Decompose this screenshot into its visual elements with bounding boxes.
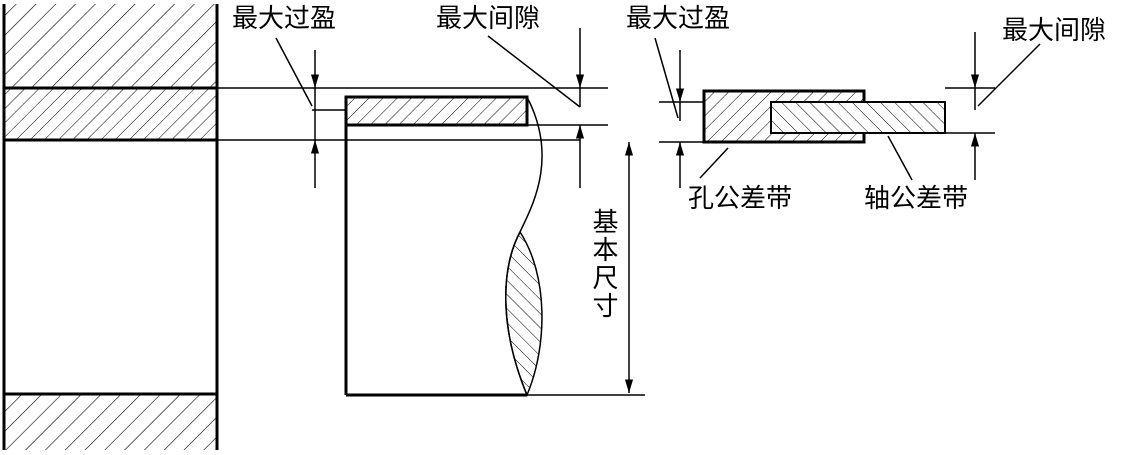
- max-interference-dimension-left: [275, 37, 320, 188]
- housing-top-hatch: [4, 4, 217, 88]
- max-clearance-label-left: 最大间隙: [436, 4, 541, 34]
- max-clearance-dimension-left: [487, 28, 585, 188]
- hole-tolerance-band-left: [2, 86, 219, 142]
- basic-size-label: 基本尺寸: [588, 208, 618, 320]
- max-interference-dimension-right: [654, 37, 685, 188]
- hole-housing: [2, 4, 219, 450]
- shaft-tolerance-band-left: [344, 95, 529, 127]
- hole-tolerance-zone-label: 孔公差带: [688, 184, 793, 214]
- max-interference-label-right: 最大过盈: [626, 4, 731, 34]
- shaft-tolerance-zone-label: 轴公差带: [864, 184, 969, 214]
- max-clearance-dimension-right: [970, 32, 1041, 180]
- zone-leaders: [699, 135, 913, 181]
- housing-bottom-hatch: [4, 394, 217, 450]
- shaft-break-hatch: [505, 230, 543, 397]
- max-interference-label-left: 最大过盈: [232, 4, 337, 34]
- extension-lines: [217, 87, 645, 396]
- max-clearance-label-right: 最大间隙: [1002, 16, 1107, 46]
- shaft: [344, 95, 543, 397]
- tolerance-zone-schematic: [659, 87, 995, 144]
